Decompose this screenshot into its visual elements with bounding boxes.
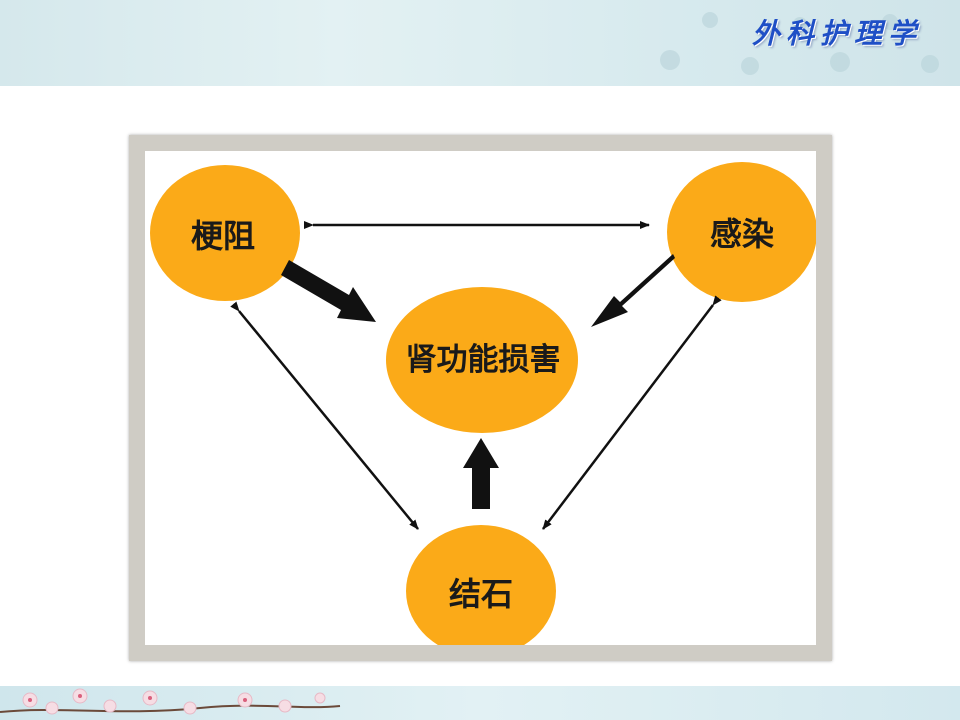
node-infection <box>667 162 816 302</box>
decorative-pattern <box>660 12 939 75</box>
arrow-infection-stone <box>542 295 722 530</box>
label-infection: 感染 <box>710 215 774 253</box>
header-title: 外科护理学 <box>751 17 922 50</box>
footer-band <box>0 686 960 720</box>
arrow-obstruction-stone <box>230 301 419 530</box>
node-obstruction <box>150 165 300 301</box>
thick-arrow-stone-to-renal <box>463 438 499 509</box>
node-stone <box>406 525 556 645</box>
label-stone: 结石 <box>449 575 513 613</box>
thick-arrow-obstruction-to-renal <box>281 260 376 322</box>
label-renal-damage: 肾功能损害 <box>406 342 561 378</box>
blossom-decoration <box>0 688 341 715</box>
header-band: 外科护理学 <box>0 0 960 86</box>
node-renal-damage <box>386 287 578 433</box>
label-obstruction: 梗阻 <box>191 217 255 255</box>
picture-frame: 梗阻 感染 肾功能损害 结石 <box>129 135 832 661</box>
cause-effect-diagram: 梗阻 感染 肾功能损害 结石 <box>150 162 816 645</box>
diagram-canvas: 梗阻 感染 肾功能损害 结石 <box>145 151 816 645</box>
thick-arrow-infection-to-renal <box>591 254 675 327</box>
